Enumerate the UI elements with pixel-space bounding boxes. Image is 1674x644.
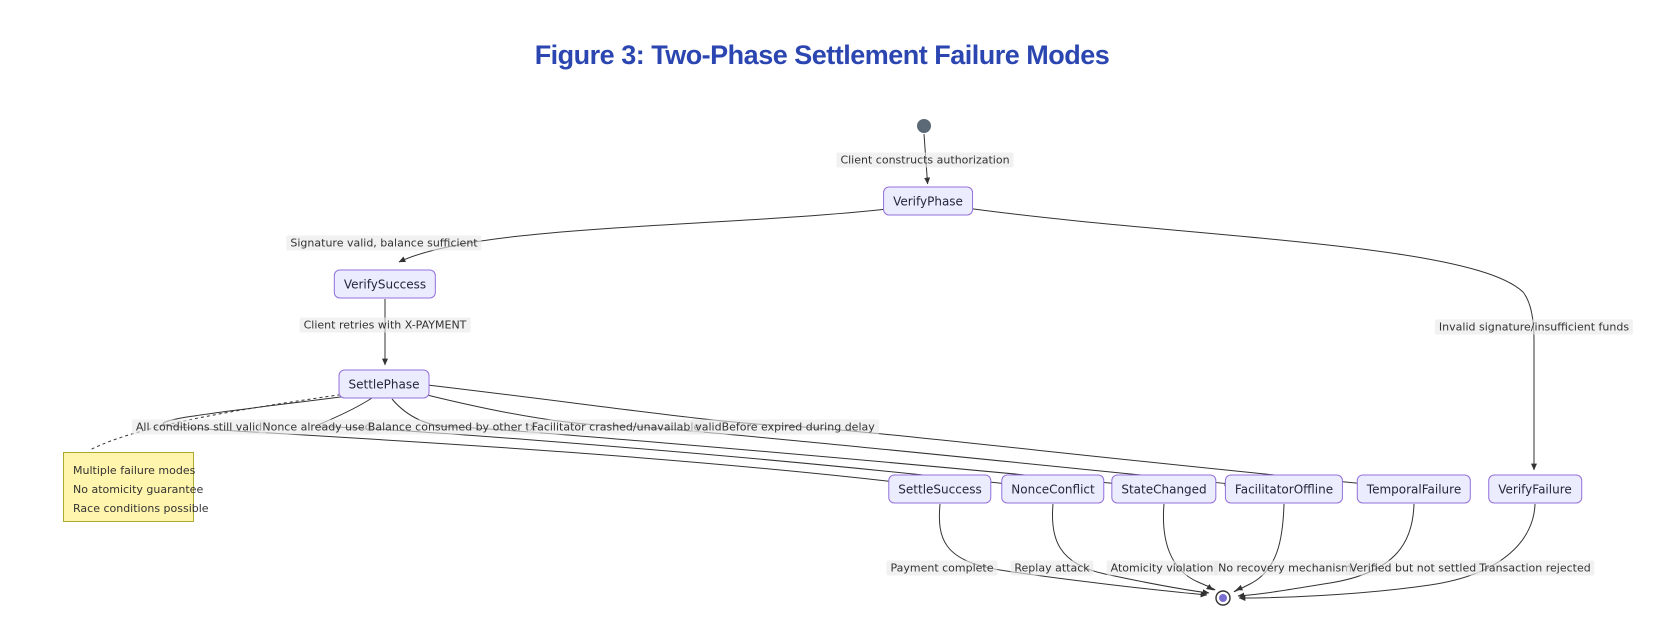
edge-temporalfailure-final <box>1237 503 1415 599</box>
state-verify-success: VerifySuccess <box>333 269 437 299</box>
initial-state-dot <box>917 119 931 133</box>
note-line-1: Multiple failure modes <box>73 464 196 477</box>
edge-label-nonce-used: Nonce already used <box>258 419 376 435</box>
edge-verifyphase-verifyfailure <box>958 206 1537 471</box>
note-box: Multiple failure modes No atomicity guar… <box>63 452 209 522</box>
edge-settlephase-settlesuccess <box>162 394 897 485</box>
edge-settlephase-nonceconflict <box>315 397 1009 487</box>
edge-label-replay-attack: Replay attack <box>1010 560 1094 576</box>
edge-label-facilitator-crashed: Facilitator crashed/unavailable <box>527 419 705 435</box>
state-facilitator-offline: FacilitatorOffline <box>1224 474 1344 504</box>
edge-settlesuccess-final <box>938 503 1208 598</box>
edge-settlephase-note <box>89 392 353 451</box>
edge-label-client-retries: Client retries with X-PAYMENT <box>299 317 471 333</box>
state-settle-phase: SettlePhase <box>338 369 430 399</box>
state-temporal-failure: TemporalFailure <box>1356 474 1472 504</box>
note-line-2: No atomicity guarantee <box>73 483 204 496</box>
edge-statechanged-final <box>1162 503 1216 591</box>
edge-label-verified-not-settled: Verified but not settled <box>1345 560 1481 576</box>
state-settle-success: SettleSuccess <box>888 474 992 504</box>
edge-label-invalid-signature: Invalid signature/insufficient funds <box>1434 319 1634 335</box>
edge-settlephase-facilitatoroffline <box>418 392 1232 487</box>
state-verify-phase: VerifyPhase <box>883 186 973 216</box>
edge-label-balance-consumed: Balance consumed by other tx <box>363 419 541 435</box>
edge-label-signature-valid: Signature valid, balance sufficient <box>286 235 482 251</box>
edge-label-transaction-rejected: Transaction rejected <box>1475 560 1595 576</box>
figure-title: Figure 3: Two-Phase Settlement Failure M… <box>534 40 1110 70</box>
edge-label-all-conditions: All conditions still valid <box>131 419 267 435</box>
edge-label-client-constructs: Client constructs authorization <box>836 152 1014 168</box>
edge-label-no-recovery: No recovery mechanism <box>1214 560 1356 576</box>
state-verify-failure: VerifyFailure <box>1488 474 1582 504</box>
note-line-3: Race conditions possible <box>73 502 209 515</box>
edge-nonceconflict-final <box>1051 503 1210 596</box>
state-state-changed: StateChanged <box>1111 474 1217 504</box>
state-nonce-conflict: NonceConflict <box>1001 474 1105 504</box>
edge-label-validbefore-expired: validBefore expired during delay <box>691 419 879 435</box>
edge-label-payment-complete: Payment complete <box>886 560 998 576</box>
edge-facilitatoroffline-final <box>1233 503 1285 593</box>
edge-verifyfailure-final <box>1238 503 1536 601</box>
final-state-dot <box>1215 590 1231 606</box>
edge-label-atomicity-violation: Atomicity violation <box>1106 560 1218 576</box>
